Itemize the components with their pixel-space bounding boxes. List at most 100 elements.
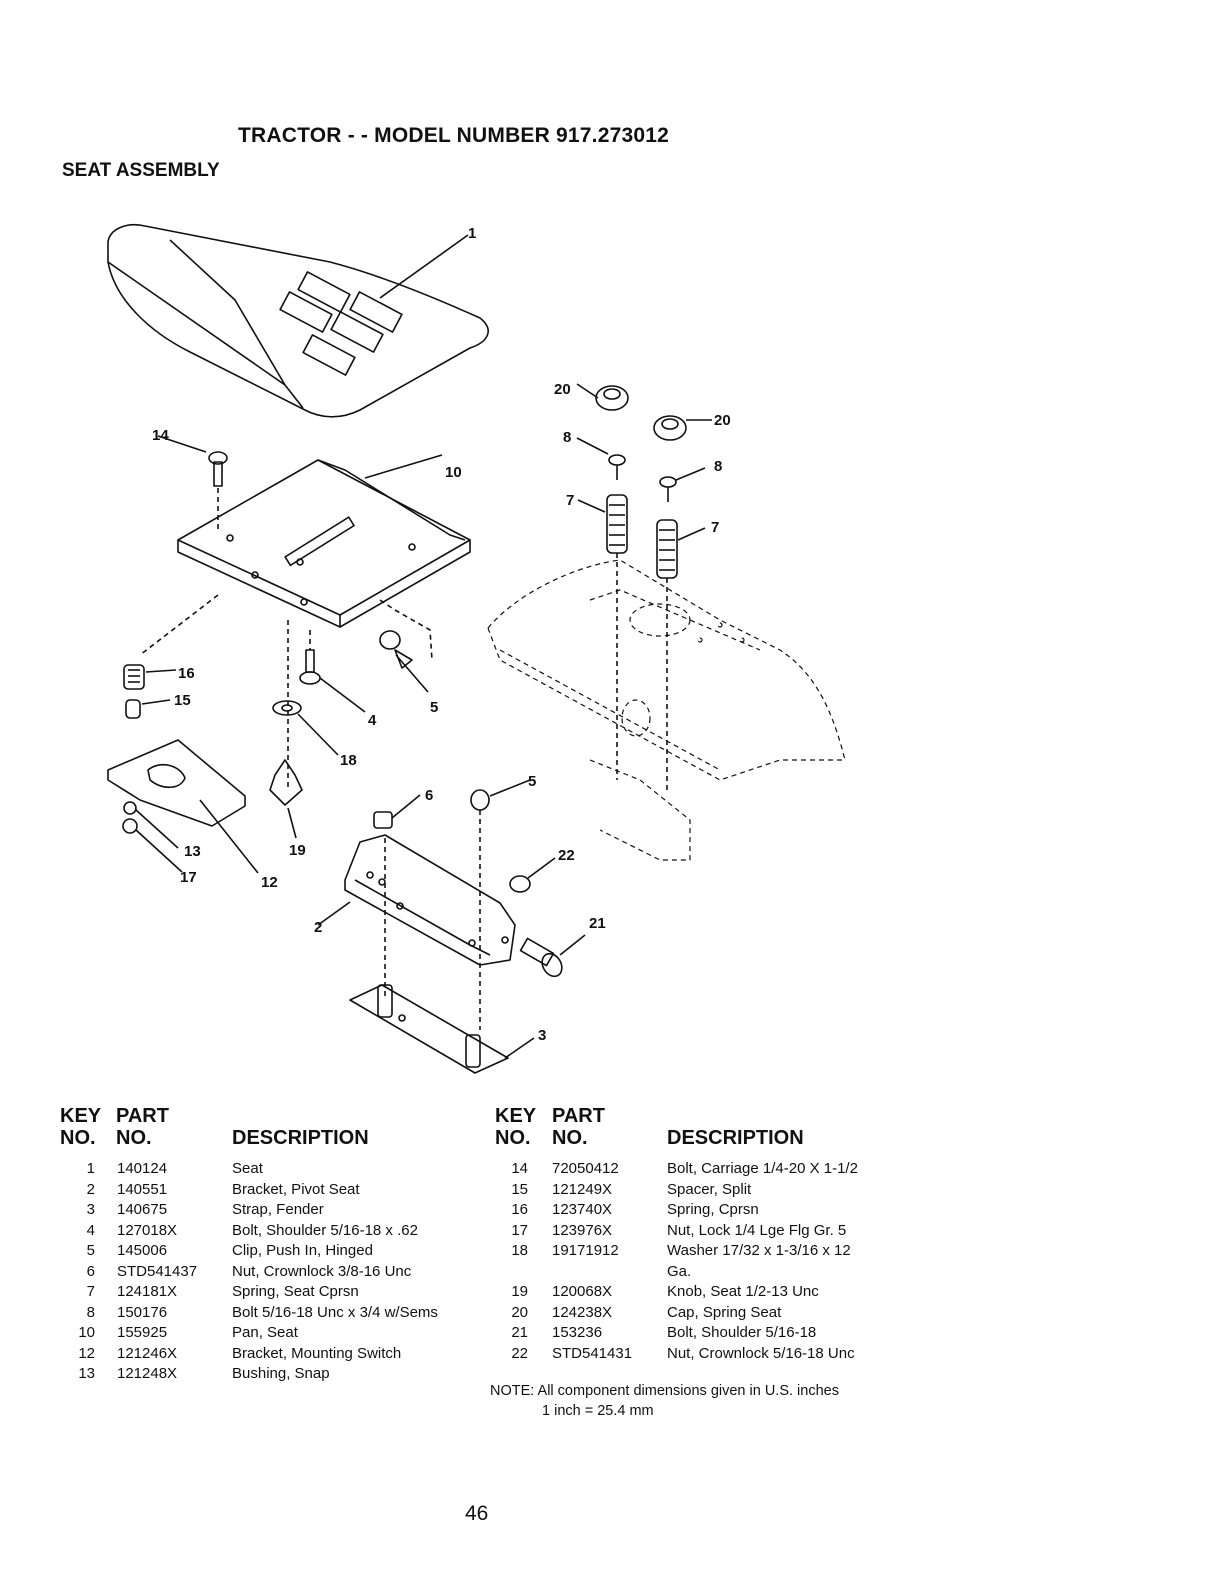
part-no: 150176 — [117, 1303, 168, 1321]
part-description: Spring, Seat Cprsn — [232, 1283, 359, 1300]
key-no: 14 — [511, 1160, 528, 1177]
mounting-switch-bracket-part — [107, 594, 259, 874]
callout-label: 7 — [711, 519, 719, 536]
part-no: STD541431 — [552, 1344, 633, 1362]
key-no: 10 — [78, 1324, 95, 1341]
seat-knob-and-bolt-part — [269, 620, 366, 839]
part-description-continued: Ga. — [667, 1262, 692, 1280]
callout-label: 18 — [340, 752, 357, 769]
part-description: Spring, Cprsn — [667, 1201, 759, 1218]
key-no: 3 — [86, 1201, 95, 1218]
part-description: Nut, Lock 1/4 Lge Flg Gr. 5 — [667, 1221, 847, 1239]
part-no: 19171912 — [552, 1242, 619, 1259]
callout-label: 20 — [714, 412, 731, 429]
part-no: 124238X — [552, 1303, 613, 1321]
callout-label: 2 — [314, 919, 322, 936]
fender-strap-part — [349, 984, 535, 1074]
part-no: 124181X — [117, 1283, 178, 1300]
part-no: 72050412 — [552, 1160, 619, 1177]
key-no: 17 — [511, 1221, 528, 1239]
part-description: Pan, Seat — [232, 1324, 298, 1341]
key-no: 20 — [511, 1303, 528, 1321]
key-no: 2 — [86, 1180, 95, 1198]
part-no: 121246X — [117, 1344, 178, 1362]
part-no: 155925 — [117, 1324, 168, 1341]
part-description: Cap, Spring Seat — [667, 1303, 782, 1321]
part-description: Clip, Push In, Hinged — [232, 1242, 373, 1259]
part-no: 145006 — [117, 1242, 168, 1259]
key-no: 8 — [86, 1303, 95, 1321]
description-header-left: DESCRIPTION — [232, 1127, 369, 1149]
callout-label: 8 — [714, 458, 722, 475]
callout-label: 3 — [538, 1027, 546, 1044]
part-description: Bracket, Pivot Seat — [232, 1180, 360, 1198]
note-conversion: 1 inch = 25.4 mm — [542, 1403, 654, 1419]
part-description: Bracket, Mounting Switch — [232, 1344, 402, 1362]
key-no: 12 — [78, 1344, 95, 1362]
part-no: 121248X — [117, 1365, 178, 1382]
part-description: Bolt, Shoulder 5/16-18 — [667, 1324, 817, 1341]
key-no: 4 — [86, 1221, 95, 1239]
part-description: Knob, Seat 1/2-13 Unc — [667, 1283, 819, 1300]
part-description: Spacer, Split — [667, 1180, 752, 1198]
callout-label: 5 — [528, 773, 536, 790]
part-description: Nut, Crownlock 5/16-18 Unc — [667, 1344, 855, 1362]
key-no: 7 — [86, 1283, 95, 1300]
exploded-parts-diagram: 1 14 10 20 20 8 8 7 7 16 15 4 5 18 6 5 1… — [107, 224, 846, 1074]
key-no: 1 — [86, 1160, 95, 1177]
carriage-bolt-part — [157, 435, 228, 530]
callout-label: 13 — [184, 843, 201, 860]
part-no: 123976X — [552, 1221, 613, 1239]
dimension-note: NOTE: All component dimensions given in … — [490, 1381, 839, 1421]
callout-label: 4 — [368, 712, 377, 729]
key-no: 18 — [511, 1242, 528, 1259]
key-no: 15 — [511, 1180, 528, 1198]
callout-label: 5 — [430, 699, 438, 716]
callout-label: 14 — [152, 427, 169, 444]
callout-label: 10 — [445, 464, 462, 481]
part-description: Bolt, Carriage 1/4-20 X 1-1/2 — [667, 1160, 858, 1177]
key-no: 5 — [86, 1242, 95, 1259]
callout-label: 19 — [289, 842, 306, 859]
callout-label: 8 — [563, 429, 571, 446]
part-no: 121249X — [552, 1180, 613, 1198]
part-description: Bushing, Snap — [232, 1365, 330, 1382]
callout-label: 6 — [425, 787, 433, 804]
part-description: Nut, Crownlock 3/8-16 Unc — [232, 1262, 412, 1280]
part-no: 153236 — [552, 1324, 603, 1341]
part-no: 140551 — [117, 1180, 168, 1198]
callout-label: 20 — [554, 381, 571, 398]
seat-part — [107, 224, 489, 418]
key-no: 6 — [86, 1262, 95, 1280]
part-description: Seat — [232, 1160, 263, 1177]
key-no: 22 — [511, 1344, 528, 1362]
push-in-clip-part — [379, 599, 433, 693]
key-no: 13 — [78, 1365, 95, 1382]
description-header-right: DESCRIPTION — [667, 1127, 804, 1149]
callout-label: 7 — [566, 492, 574, 509]
part-no: 140675 — [117, 1201, 168, 1218]
callout-label: 1 — [468, 225, 476, 242]
fender-outline — [487, 559, 846, 861]
callout-label: 12 — [261, 874, 278, 891]
section-title: SEAT ASSEMBLY — [62, 160, 220, 181]
page-title: TRACTOR - - MODEL NUMBER 917.273012 — [238, 124, 669, 147]
pivot-seat-bracket-part — [317, 779, 586, 1030]
part-no: 140124 — [117, 1160, 168, 1177]
part-no: STD541437 — [117, 1262, 198, 1280]
key-no: 21 — [511, 1324, 528, 1341]
callout-label: 17 — [180, 869, 197, 886]
part-no: 123740X — [552, 1201, 613, 1218]
part-description: Bolt, Shoulder 5/16-18 x .62 — [232, 1221, 418, 1239]
callout-label: 21 — [589, 915, 606, 932]
callout-label: 15 — [174, 692, 191, 709]
part-no: 120068X — [552, 1283, 613, 1300]
page-number: 46 — [465, 1502, 489, 1525]
key-no: 16 — [511, 1201, 528, 1218]
part-no: 127018X — [117, 1221, 178, 1239]
part-description: Bolt 5/16-18 Unc x 3/4 w/Sems — [232, 1303, 438, 1321]
callout-labels: 1 14 10 20 20 8 8 7 7 16 15 4 5 18 6 5 1… — [152, 225, 731, 1044]
